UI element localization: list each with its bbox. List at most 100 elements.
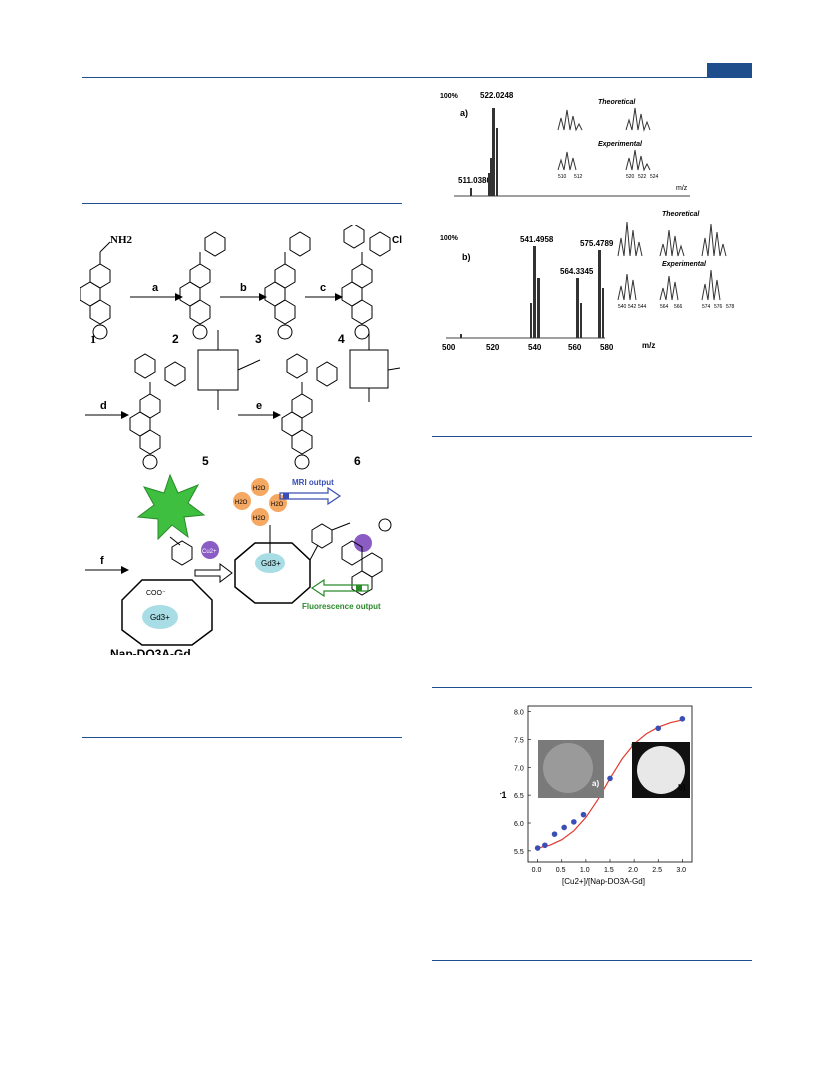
ms-b-tick-1: 500 bbox=[442, 343, 456, 352]
data-point bbox=[551, 831, 558, 837]
ms-b-panel: b) bbox=[462, 252, 471, 262]
ms-a-experimental: Experimental bbox=[598, 141, 643, 148]
ms-a-theoretical: Theoretical bbox=[598, 99, 636, 106]
gd-ion-left bbox=[142, 605, 178, 629]
ms-b-tick-3: 540 bbox=[528, 343, 542, 352]
data-point bbox=[561, 824, 567, 831]
ms-a-peaks bbox=[470, 108, 498, 196]
header-tab bbox=[707, 63, 752, 77]
scheme-bottom-rule bbox=[82, 737, 402, 738]
water-4 bbox=[251, 508, 269, 526]
water-2 bbox=[233, 492, 251, 510]
data-point bbox=[607, 775, 613, 782]
ms-b-inset-tick-5: 566 bbox=[674, 304, 683, 310]
x-tick-label: 2.5 bbox=[652, 867, 662, 874]
ms-a-inset-tick-1: 510 bbox=[558, 174, 567, 180]
ms-a-peak-main: 522.0248 bbox=[480, 91, 514, 100]
synthesis-scheme: NH2 1 a 2 b 3 c Cl 4 d bbox=[80, 225, 402, 655]
compound-1 bbox=[80, 241, 111, 340]
water-label-2: H2O bbox=[235, 500, 248, 506]
fig1-bottom-rule bbox=[432, 436, 752, 437]
y-tick-label: 6.0 bbox=[514, 821, 524, 828]
water-label-3: H2O bbox=[271, 502, 284, 508]
ms-b-axis: m/z bbox=[642, 341, 655, 350]
data-point bbox=[580, 811, 587, 818]
y-tick-label: 7.5 bbox=[514, 737, 524, 744]
x-tick-label: 2.0 bbox=[628, 867, 638, 874]
compound-4 bbox=[341, 225, 391, 340]
ms-b-inset-tick-6: 574 bbox=[702, 304, 711, 310]
ms-b-inset-tick-3: 544 bbox=[638, 304, 647, 310]
compound-3 bbox=[264, 231, 311, 340]
ms-b-experimental: Experimental bbox=[662, 261, 707, 268]
pyridine-left bbox=[171, 540, 193, 566]
compound-5-number: 5 bbox=[202, 454, 209, 468]
x-tick-label: 1.0 bbox=[580, 867, 590, 874]
compound-2 bbox=[179, 231, 226, 340]
ms-b-tick-2: 520 bbox=[486, 343, 500, 352]
y-axis-label: r1 bbox=[500, 790, 507, 800]
ms-a-inset-tick-5: 524 bbox=[650, 174, 659, 180]
water-label-1: H2O bbox=[253, 486, 266, 492]
cu-ion-bound bbox=[354, 534, 372, 552]
ms-b-theoretical: Theoretical bbox=[662, 211, 700, 218]
ms-b-inset-tick-4: 564 bbox=[660, 304, 669, 310]
macrocycle-right bbox=[234, 542, 311, 604]
ms-a-inset-tick-2: 512 bbox=[574, 174, 583, 180]
ms-b-inset-tick-2: 542 bbox=[628, 304, 637, 310]
gd-ion-right bbox=[255, 553, 285, 573]
compound-3-number: 3 bbox=[255, 332, 262, 346]
header-rule bbox=[82, 77, 752, 78]
inset-b-label: b) bbox=[678, 783, 686, 792]
y-tick-label: 7.0 bbox=[514, 765, 524, 772]
ms-b-tick-5: 580 bbox=[600, 343, 614, 352]
compound-1-number: 1 bbox=[90, 332, 96, 346]
mass-spectrum-a: 100% a) 522.0248 511.0380 m/z Theoretica… bbox=[440, 91, 690, 197]
cl-label: Cl bbox=[392, 235, 402, 246]
macrocycle-left bbox=[121, 579, 213, 646]
gd-label-right: Gd3+ bbox=[261, 559, 281, 568]
x-tick-label: 0.5 bbox=[556, 867, 566, 874]
ms-a-axis: m/z bbox=[676, 185, 688, 192]
step-b-label: b bbox=[240, 282, 247, 294]
fig2-bottom-rule bbox=[432, 960, 752, 961]
data-point bbox=[534, 845, 541, 851]
ms-a-inset-tick-4: 522 bbox=[638, 174, 647, 180]
ms-b-peaks bbox=[460, 246, 604, 338]
ms-b-header: 100% bbox=[440, 235, 459, 242]
complex-name: Nap-DO3A-Gd bbox=[110, 647, 191, 655]
compound-2-number: 2 bbox=[172, 332, 179, 346]
compound-6-number: 6 bbox=[354, 454, 361, 468]
y-tick-label: 8.0 bbox=[514, 710, 524, 717]
mass-spectrum-b: 100% b) 541.4958 564.3345 575.4789 500 5… bbox=[440, 211, 735, 352]
fig2-top-rule bbox=[432, 687, 752, 688]
y-tick-label: 5.5 bbox=[514, 849, 524, 856]
step-e-label: e bbox=[256, 400, 262, 412]
cu-label: Cu2+ bbox=[202, 549, 217, 555]
step-c-label: c bbox=[320, 282, 326, 294]
step-d-label: d bbox=[100, 400, 107, 412]
ms-b-insets bbox=[617, 221, 727, 301]
ms-b-peak-2: 564.3345 bbox=[560, 267, 594, 276]
nh2-label: NH2 bbox=[110, 234, 133, 246]
compound-5 bbox=[129, 330, 261, 470]
ms-a-insets bbox=[557, 107, 651, 172]
cu-ion bbox=[201, 541, 219, 559]
x-tick-label: 1.5 bbox=[604, 867, 614, 874]
water-1 bbox=[251, 478, 269, 496]
data-point bbox=[542, 842, 548, 849]
fluorescence-output-label: Fluorescence output bbox=[302, 602, 381, 611]
ms-a-peak-minor: 511.0380 bbox=[458, 176, 491, 185]
inset-a-label: a) bbox=[592, 779, 599, 788]
gd-label-left: Gd3+ bbox=[150, 613, 170, 622]
ms-a-inset-tick-3: 520 bbox=[626, 174, 635, 180]
mri-output-label: MRI output bbox=[292, 478, 334, 487]
data-point bbox=[655, 725, 662, 732]
x-tick-label: 3.0 bbox=[676, 867, 686, 874]
scheme-top-rule bbox=[82, 203, 402, 204]
y-tick-label: 6.5 bbox=[514, 793, 524, 800]
ms-b-tick-4: 560 bbox=[568, 343, 582, 352]
ms-b-inset-tick-8: 578 bbox=[726, 304, 735, 310]
step-a-label: a bbox=[152, 282, 159, 294]
